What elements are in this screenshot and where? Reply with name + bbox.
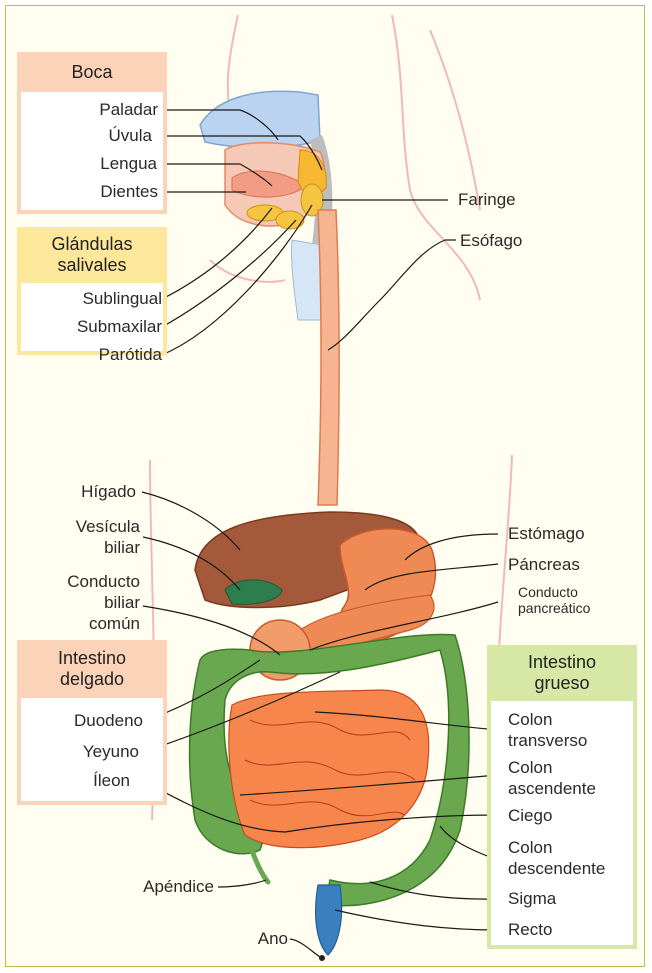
label-gallbladder-1: Vesícula [76, 517, 140, 536]
label-common-bile-1: Conducto [67, 572, 140, 591]
label-ileum: Íleon [93, 771, 130, 790]
label-common-bile-2: biliar [104, 593, 140, 612]
label-uvula: Úvula [109, 126, 152, 145]
small-int-title-line1: Intestino [58, 648, 126, 669]
label-esophagus: Esófago [460, 231, 522, 250]
label-pancreatic-duct-2: pancreático [518, 600, 590, 616]
mouth-box-title: Boca [17, 52, 167, 92]
label-transverse-2: transverso [508, 731, 587, 750]
label-pancreas: Páncreas [508, 555, 580, 574]
salivary-title-line1: Glándulas [51, 234, 132, 255]
esophagus-shape [318, 210, 339, 505]
label-sigmoid: Sigma [508, 889, 556, 908]
anus-dot [319, 955, 325, 961]
small-int-title-line2: delgado [60, 669, 124, 690]
label-teeth: Dientes [100, 182, 158, 201]
label-parotid: Parótida [99, 345, 162, 364]
small-intestine-box-title: Intestino delgado [17, 640, 167, 698]
salivary-box-title: Glándulas salivales [17, 227, 167, 283]
label-sublingual: Sublingual [83, 289, 162, 308]
label-ascending-2: ascendente [508, 779, 596, 798]
label-stomach: Estómago [508, 524, 585, 543]
large-int-title-line2: grueso [534, 673, 589, 694]
rectum-shape [316, 885, 342, 955]
label-pharynx: Faringe [458, 190, 516, 209]
label-anus: Ano [258, 929, 288, 948]
label-jejunum: Yeyuno [83, 742, 139, 761]
label-descending-2: descendente [508, 859, 605, 878]
label-palate: Paladar [99, 100, 158, 119]
large-int-title-line1: Intestino [528, 652, 596, 673]
label-gallbladder-2: biliar [104, 538, 140, 557]
label-common-bile-3: común [89, 614, 140, 633]
label-tongue: Lengua [100, 154, 157, 173]
label-duodenum: Duodeno [74, 711, 143, 730]
label-appendix: Apéndice [143, 877, 214, 896]
label-liver: Hígado [81, 482, 136, 501]
label-pancreatic-duct-1: Conducto [518, 584, 578, 600]
nasal-cavity [200, 91, 320, 148]
label-descending-1: Colon [508, 838, 552, 857]
label-transverse-1: Colon [508, 710, 552, 729]
label-ascending-1: Colon [508, 758, 552, 777]
small-intestine-shape [229, 690, 429, 848]
salivary-title-line2: salivales [57, 255, 126, 276]
label-rectum: Recto [508, 920, 552, 939]
label-cecum: Ciego [508, 806, 552, 825]
label-submaxillary: Submaxilar [77, 317, 162, 336]
trachea [291, 240, 322, 320]
large-intestine-box-title: Intestino grueso [487, 645, 637, 701]
